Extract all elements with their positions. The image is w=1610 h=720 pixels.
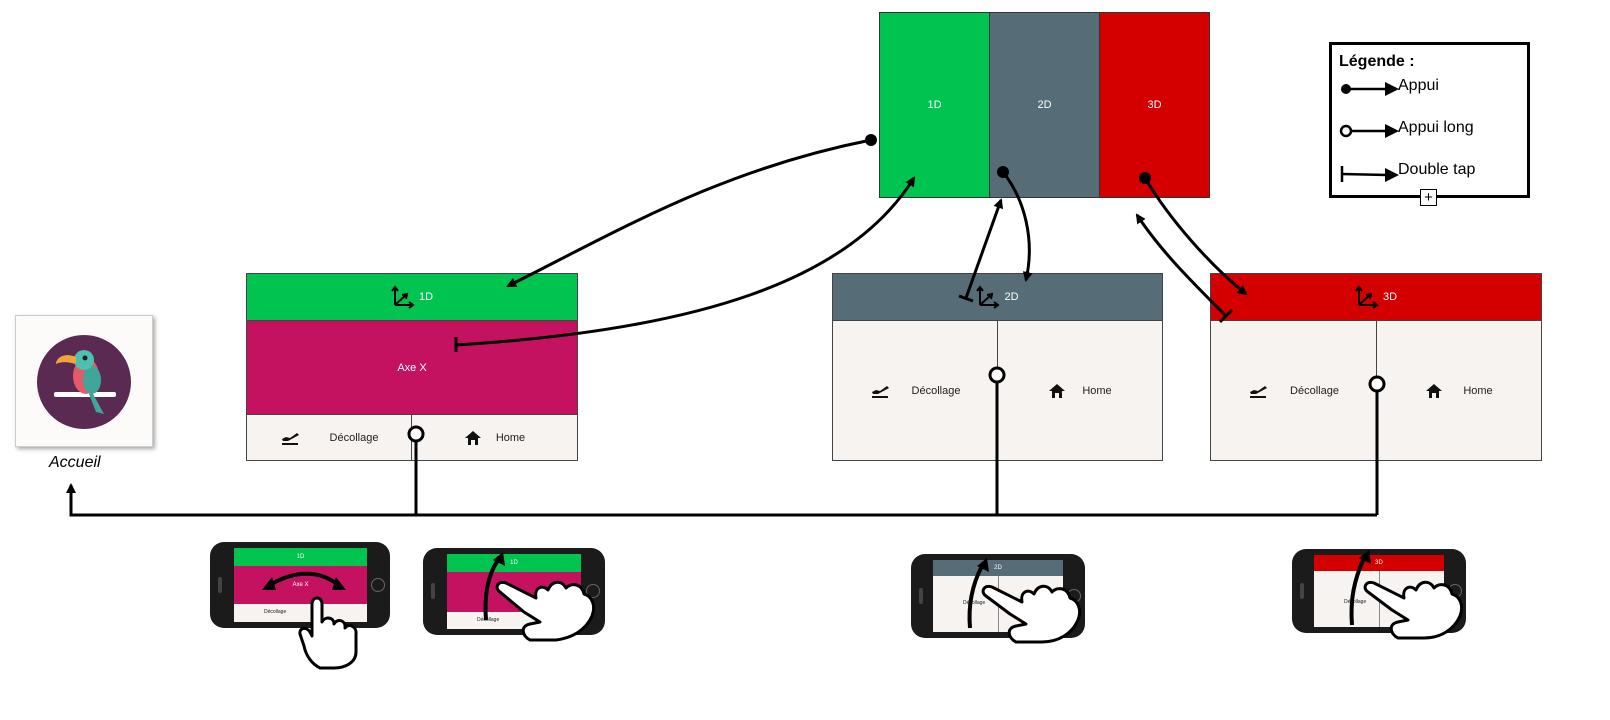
axes-icon — [391, 285, 415, 309]
screen-2d-title: 2D — [1004, 291, 1019, 303]
phone-home-button — [1067, 589, 1081, 603]
phone-3d-divider — [1379, 571, 1380, 627]
axis-x-label: Axe X — [397, 361, 427, 374]
takeoff-button-2d[interactable]: Décollage — [833, 321, 998, 460]
takeoff-label-3d: Décollage — [1290, 384, 1339, 397]
phone-2d-screen: 2D Décollage — [933, 560, 1063, 632]
legend-box: Légende : Appui Appui long Double tap — [1329, 42, 1530, 198]
phone-3d-double-tap: 3D Décollage — [1292, 549, 1466, 633]
legend-title: Légende : — [1339, 53, 1415, 70]
phone-1d-axis-label: Axe X — [292, 582, 309, 588]
home-label-1d: Home — [495, 431, 526, 444]
home-button-2d[interactable]: Home — [998, 321, 1162, 460]
legend-long-press-label: Appui long — [1398, 119, 1474, 136]
phone-3d-header-label: 3D — [1375, 560, 1383, 566]
legend-expand-symbol: + — [1424, 189, 1433, 206]
phone-1d-screen: 1D Axe X Décollage — [234, 548, 367, 622]
phone-home-button — [1448, 584, 1462, 598]
home-label-2d: Home — [1082, 384, 1112, 397]
home-app-tile[interactable] — [15, 315, 153, 447]
phone-3d-screen: 3D Décollage — [1314, 555, 1444, 627]
screen-3d: 3D Décollage Home — [1210, 273, 1542, 461]
takeoff-button-1d[interactable]: Décollage — [247, 414, 412, 460]
selector-1d-label: 1D — [927, 99, 942, 111]
screen-1d-title: 1D — [418, 291, 434, 303]
home-icon — [1049, 383, 1066, 398]
phone-1d-dt-screen: 1D Décollage — [447, 554, 581, 629]
phone-1d-dt-takeoff: Décollage — [477, 617, 500, 623]
phone-1d-axis: Axe X — [234, 566, 367, 604]
takeoff-label-1d: Décollage — [329, 431, 379, 444]
axes-icon — [976, 285, 1001, 309]
selector-3d-label: 3D — [1147, 99, 1162, 111]
phone-3d-takeoff: Décollage — [1344, 599, 1367, 605]
takeoff-label-2d: Décollage — [911, 384, 961, 397]
phone-speaker — [218, 577, 222, 593]
tap-arrow-icon — [1341, 82, 1399, 96]
screen-3d-header: 3D — [1211, 274, 1541, 321]
legend-expand-button[interactable]: + — [1420, 189, 1437, 206]
screen-1d-header: 1D — [247, 274, 577, 321]
phone-1d-double-tap: 1D Décollage — [423, 548, 605, 635]
phone-2d-divider — [998, 576, 999, 632]
phone-2d-takeoff: Décollage — [963, 600, 986, 606]
phone-1d-header-label: 1D — [296, 554, 305, 560]
phone-2d-header-label: 2D — [994, 565, 1002, 571]
takeoff-icon — [1250, 385, 1268, 398]
legend-double-tap-label: Double tap — [1398, 161, 1476, 178]
phone-2d-header: 2D — [933, 560, 1063, 576]
phone-2d-double-tap: 2D Décollage — [911, 554, 1085, 638]
phone-3d-header: 3D — [1314, 555, 1444, 571]
selector-3d[interactable]: 3D — [1099, 12, 1210, 198]
double-tap-arrow-icon — [1340, 166, 1399, 182]
home-button-1d[interactable]: Home — [412, 414, 577, 460]
phone-1d-dt-axis — [447, 572, 581, 612]
phone-1d-takeoff: Décollage — [264, 609, 287, 615]
legend-tap-label: Appui — [1398, 77, 1439, 94]
selector-2d[interactable]: 2D — [989, 12, 1100, 198]
home-button-3d[interactable]: Home — [1377, 321, 1541, 460]
long-press-arrow-icon — [1339, 124, 1399, 138]
screen-2d: 2D Décollage Home — [832, 273, 1163, 461]
phone-home-button — [586, 584, 600, 598]
selector-2d-label: 2D — [1037, 99, 1052, 111]
phone-speaker — [919, 588, 923, 604]
axes-icon — [1355, 285, 1379, 309]
home-icon — [464, 430, 481, 445]
selector-1d[interactable]: 1D — [879, 12, 990, 198]
phone-speaker — [1300, 583, 1304, 599]
phone-1d-swipe: 1D Axe X Décollage — [210, 542, 390, 628]
home-icon — [1426, 383, 1443, 398]
home-label-3d: Home — [1463, 384, 1493, 397]
parrot-app-icon — [37, 335, 131, 429]
phone-1d-dt-header-label: 1D — [510, 560, 518, 566]
screen-3d-title: 3D — [1382, 291, 1398, 303]
takeoff-icon — [281, 432, 299, 445]
screen-1d: 1D Axe X Décollage Home — [246, 273, 578, 461]
phone-home-button — [371, 578, 385, 592]
phone-speaker — [431, 583, 435, 599]
home-app-label: Accueil — [49, 454, 101, 471]
axis-x-area[interactable]: Axe X — [247, 321, 577, 414]
phone-1d-dt-header: 1D — [447, 554, 581, 572]
phone-1d-header: 1D — [234, 548, 367, 566]
takeoff-icon — [871, 385, 889, 398]
takeoff-button-3d[interactable]: Décollage — [1211, 321, 1377, 460]
screen-2d-header: 2D — [833, 274, 1162, 321]
